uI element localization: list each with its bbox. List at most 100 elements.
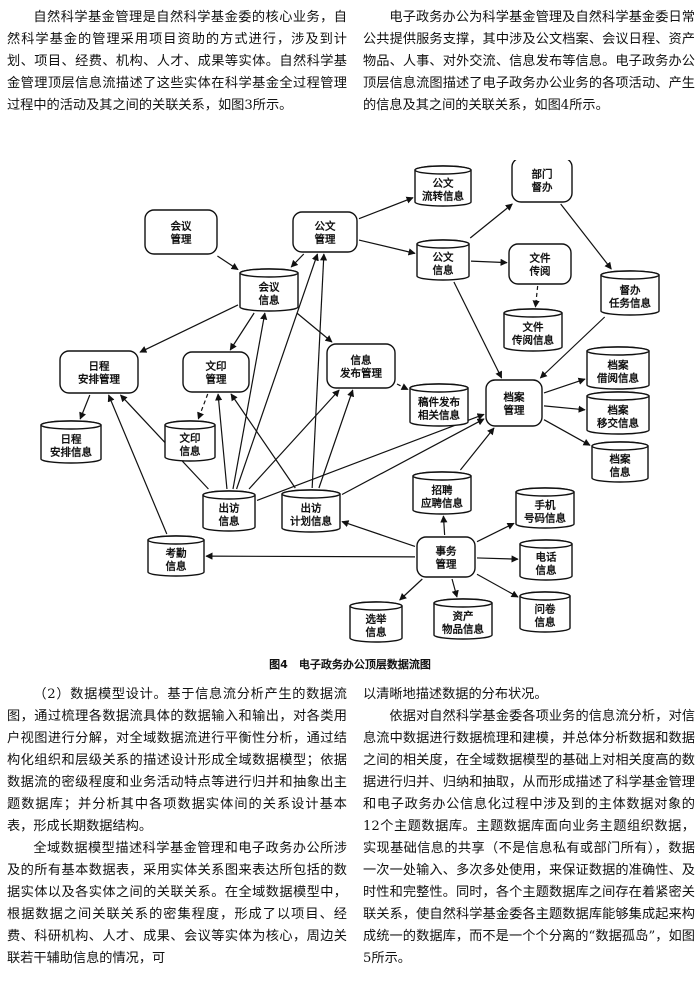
node-label: 会议	[171, 220, 192, 233]
flow-arrow	[229, 312, 255, 351]
figure-caption: 图4 电子政务办公顶层数据流图	[269, 658, 431, 671]
flow-arrow	[476, 573, 519, 598]
flow-arrow	[539, 316, 606, 379]
node-label: 信息	[219, 515, 240, 528]
node-label: 日程	[89, 360, 110, 373]
node-label: 安排管理	[78, 373, 120, 386]
node-label: 部门	[532, 168, 553, 181]
flow-arrow	[215, 393, 228, 490]
node-label: 借阅信息	[596, 372, 639, 385]
node-label: 出访	[219, 502, 240, 515]
flow-arrow	[79, 394, 91, 420]
node-label: 文印	[179, 432, 201, 445]
node-label: 信息	[259, 294, 280, 307]
text-column-bottom-left: （2）数据模型设计。基于信息流分析产生的数据流图，通过梳理各数据流具体的数据输入…	[7, 684, 347, 970]
node-label: 物品信息	[442, 623, 484, 636]
flow-arrow	[197, 393, 209, 420]
flow-arrow	[341, 520, 416, 548]
paragraph: 以清晰地描述数据的分布状况。	[363, 687, 548, 702]
node-label: 文件	[522, 321, 544, 334]
flow-arrow	[532, 285, 540, 308]
node-label: 日程	[61, 433, 82, 446]
node-label: 信息	[536, 564, 557, 577]
paragraph: （2）数据模型设计。基于信息流分析产生的数据流图，通过梳理各数据流具体的数据输入…	[7, 687, 347, 834]
node-label: 信息	[610, 466, 631, 479]
node-label: 管理	[206, 373, 227, 386]
text-column-bottom-right: 以清晰地描述数据的分布状况。 依据对自然科学基金委各项业务的信息流分析，对信息流…	[363, 684, 695, 970]
flow-arrow	[470, 258, 508, 266]
node-label: 档案	[503, 391, 525, 404]
node-label: 文件	[529, 252, 551, 265]
node-label: 信息	[366, 626, 387, 639]
node-label: 公文	[433, 177, 454, 190]
node-label: 信息	[535, 616, 556, 629]
flow-arrow	[311, 253, 328, 489]
flow-arrow	[399, 578, 423, 601]
node-label: 管理	[504, 404, 525, 417]
node-label: 档案	[609, 453, 631, 466]
flow-arrow	[248, 389, 340, 490]
flow-arrow	[217, 255, 239, 271]
flow-arrow	[476, 522, 515, 543]
node-label: 电话	[536, 551, 557, 564]
node-label: 传阅信息	[511, 334, 554, 347]
node-label: 公文	[433, 251, 454, 264]
flow-arrow	[358, 196, 414, 220]
data-flow-diagram: 会议管理公文管理公文流转信息部门督办会议信息公文信息文件传阅督办任务信息文件传阅…	[40, 160, 660, 643]
node-label: 资产	[453, 610, 474, 623]
flow-arrow	[230, 393, 296, 489]
node-label: 档案	[607, 359, 629, 372]
paragraph: 依据对自然科学基金委各项业务的信息流分析，对信息流中数据进行数据梳理和建模，并总…	[363, 709, 695, 966]
text-column-top-left: 自然科学基金管理是自然科学基金委的核心业务，自然科学基金的管理采用项目资助的方式…	[7, 7, 347, 117]
flow-arrow	[453, 281, 503, 379]
node-label: 督办	[532, 181, 553, 194]
node-label: 招聘	[432, 484, 453, 497]
flow-arrow	[476, 555, 519, 563]
node-label: 流转信息	[422, 190, 464, 203]
node-label: 安排信息	[50, 446, 92, 459]
node-label: 出访	[301, 502, 322, 515]
node-label: 事务	[436, 545, 457, 558]
flow-arrow	[459, 427, 495, 471]
node-label: 相关信息	[418, 409, 460, 422]
node-label: 档案	[607, 404, 629, 417]
flow-arrow	[396, 383, 409, 391]
paragraph: 全域数据模型描述科学基金管理和电子政务办公所涉及的所有基本数据表，采用实体关系图…	[7, 841, 347, 966]
flow-arrow	[543, 419, 591, 446]
node-label: 传阅	[529, 265, 551, 278]
node-label: 文印	[205, 360, 227, 373]
node-label: 稿件发布	[418, 396, 460, 409]
diagram-nodes: 会议管理公文管理公文流转信息部门督办会议信息公文信息文件传阅督办任务信息文件传阅…	[40, 160, 660, 643]
flow-arrow	[107, 394, 168, 535]
node-label: 督办	[620, 284, 641, 297]
paragraph: 自然科学基金管理是自然科学基金委的核心业务，自然科学基金的管理采用项目资助的方式…	[7, 10, 347, 113]
node-label: 移交信息	[597, 417, 639, 430]
flow-arrow	[139, 304, 239, 353]
node-label: 信息	[166, 560, 187, 573]
flow-arrow	[236, 253, 319, 490]
flow-arrow	[232, 312, 268, 490]
node-label: 问卷	[535, 603, 556, 616]
node-label: 考勤	[166, 547, 187, 560]
flow-arrow	[296, 312, 333, 343]
